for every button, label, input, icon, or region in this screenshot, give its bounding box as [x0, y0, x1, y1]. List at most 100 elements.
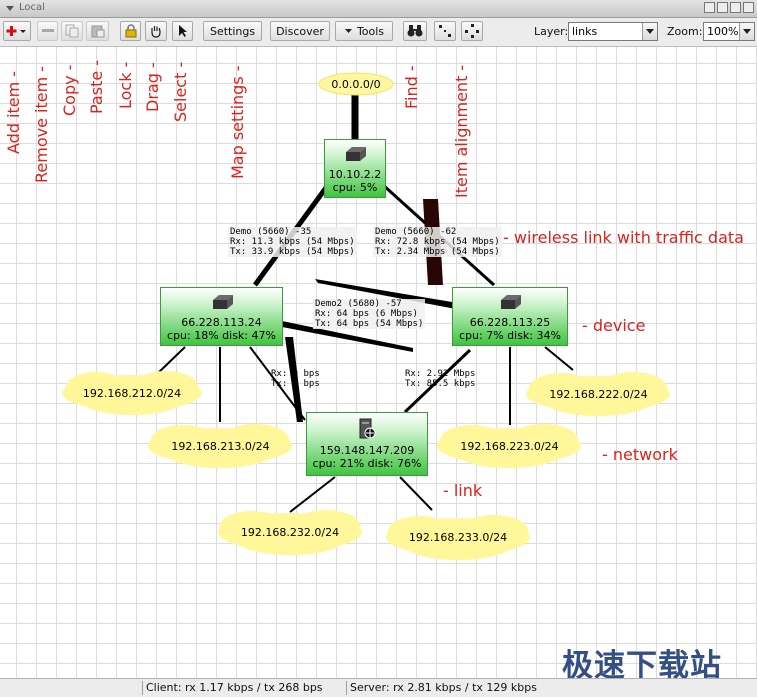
- select-button[interactable]: [172, 21, 193, 41]
- device-ip: 66.228.113.24: [181, 316, 262, 329]
- link-to-233[interactable]: [399, 476, 433, 511]
- device-node[interactable]: 66.228.113.24 cpu: 18% disk: 47%: [160, 287, 283, 346]
- network-label: 0.0.0.0/0: [331, 77, 381, 91]
- cloud-icon: [386, 515, 530, 560]
- chevron-down-icon[interactable]: [739, 23, 754, 40]
- binoculars-icon: [407, 25, 423, 37]
- network-label: 192.168.232.0/24: [240, 525, 340, 539]
- paste-button[interactable]: [86, 21, 109, 41]
- align-diagonal-button[interactable]: [434, 21, 456, 41]
- layer-label: Layer:: [534, 25, 569, 38]
- align-circle-icon: [465, 24, 479, 38]
- device-node[interactable]: 10.10.2.2 cpu: 5%: [324, 139, 386, 198]
- network-cloud[interactable]: 192.168.232.0/24: [212, 507, 368, 557]
- cloud-icon: [148, 424, 292, 468]
- network-label: 192.168.233.0/24: [408, 530, 508, 544]
- add-icon: [6, 26, 26, 36]
- device-ip: 159.148.147.209: [319, 444, 415, 457]
- network-label: 192.168.213.0/24: [171, 439, 270, 453]
- cloud-icon: [526, 372, 670, 416]
- discover-button[interactable]: Discover: [270, 21, 330, 41]
- link-name: Demo2 (5680) -57: [315, 299, 402, 309]
- annotation-link: - link: [443, 481, 483, 500]
- network-cloud[interactable]: 0.0.0.0/0: [318, 72, 394, 96]
- network-cloud[interactable]: 192.168.213.0/24: [143, 422, 298, 470]
- remove-icon: [41, 29, 54, 32]
- annotation-add-item: Add item -: [4, 70, 23, 154]
- link-rx: Rx: 0 bps: [271, 369, 320, 379]
- tools-dropdown[interactable]: Tools: [335, 21, 393, 41]
- close-icon[interactable]: [743, 2, 754, 13]
- zoom-value: 100%: [707, 25, 739, 38]
- cloud-icon: [62, 371, 202, 415]
- map-canvas[interactable]: Add item - Remove item - Copy - Paste - …: [0, 47, 757, 678]
- server-traffic: Server: rx 2.81 kbps / tx 129 kbps: [346, 681, 750, 695]
- network-cloud[interactable]: 192.168.222.0/24: [521, 370, 676, 418]
- link-rx: Rx: 72.8 kbps (54 Mbps): [375, 237, 500, 247]
- network-cloud[interactable]: 192.168.212.0/24: [56, 369, 208, 417]
- link-to-212[interactable]: [155, 346, 186, 376]
- link-rx: Rx: 2.92 Mbps: [405, 369, 476, 379]
- map-settings-button[interactable]: Settings: [203, 21, 262, 41]
- align-diagonal-icon: [439, 25, 451, 37]
- wireless-link-left-low[interactable]: [285, 337, 303, 422]
- link-left-to-center[interactable]: [249, 346, 306, 421]
- drag-hand-icon: [151, 26, 161, 38]
- status-bar: Client: rx 1.17 kbps / tx 268 bps Server…: [0, 678, 757, 697]
- link-name: Demo (5660) -62: [375, 227, 457, 237]
- annotation-drag: Drag -: [143, 62, 162, 112]
- lock-icon: [125, 24, 136, 38]
- network-cloud[interactable]: 192.168.223.0/24: [432, 422, 587, 470]
- annotation-wireless-link: - wireless link with traffic data: [503, 228, 744, 247]
- link-label-demo2[interactable]: Demo2 (5680) -57 Rx: 64 bps (6 Mbps) Tx:…: [313, 299, 426, 329]
- link-tx: Tx: 33.9 kbps (54 Mbps): [230, 247, 355, 257]
- link-label-right-low[interactable]: Rx: 2.92 Mbps Tx: 85.5 kbps: [403, 369, 477, 389]
- window-buttons: [704, 2, 754, 13]
- remove-item-button[interactable]: [37, 21, 58, 41]
- cloud-icon: [437, 424, 581, 468]
- layer-value: links: [572, 25, 598, 38]
- device-node[interactable]: 159.148.147.209 cpu: 21% disk: 76%: [306, 412, 428, 476]
- add-item-button[interactable]: [3, 21, 31, 41]
- annotation-find: Find -: [402, 65, 421, 109]
- link-right-to-center[interactable]: [403, 348, 472, 414]
- tile-icon[interactable]: [704, 2, 715, 13]
- link-to-232[interactable]: [289, 476, 336, 513]
- lock-button[interactable]: [120, 21, 141, 41]
- find-button[interactable]: [403, 21, 427, 41]
- zoom-select[interactable]: 100%: [703, 22, 755, 41]
- drag-button[interactable]: [145, 21, 167, 41]
- annotation-copy: Copy -: [60, 64, 79, 116]
- align-circle-button[interactable]: [461, 21, 483, 41]
- annotation-remove-item: Remove item -: [32, 65, 51, 183]
- window-title: Local: [19, 2, 45, 13]
- restore-icon[interactable]: [717, 2, 728, 13]
- watermark: 极速下载站: [562, 648, 722, 678]
- link-rx: Rx: 64 bps (6 Mbps): [315, 309, 418, 319]
- device-node[interactable]: 66.228.113.25 cpu: 7% disk: 34%: [452, 287, 568, 346]
- layer-select[interactable]: links: [568, 22, 658, 41]
- link-label-demo-left[interactable]: Demo (5660) -35 Rx: 11.3 kbps (54 Mbps) …: [228, 227, 357, 257]
- link-label-left-low[interactable]: Rx: 0 bps Tx: 0 bps: [269, 369, 322, 389]
- network-label: 192.168.223.0/24: [460, 439, 559, 453]
- annotation-lock: Lock -: [116, 61, 135, 109]
- network-cloud[interactable]: 192.168.233.0/24: [380, 512, 536, 562]
- zoom-label: Zoom:: [667, 25, 703, 38]
- maximize-icon[interactable]: [730, 2, 741, 13]
- collapse-arrow-icon[interactable]: [6, 6, 14, 11]
- link-label-demo-right[interactable]: Demo (5660) -62 Rx: 72.8 kbps (54 Mbps) …: [373, 227, 502, 257]
- tools-label: Tools: [356, 24, 385, 38]
- copy-button[interactable]: [61, 21, 83, 41]
- cloud-icon: [218, 510, 362, 555]
- annotation-network: - network: [602, 445, 678, 464]
- cloud-icon: [318, 72, 394, 96]
- link-to-222[interactable]: [544, 346, 574, 371]
- router-icon: [501, 295, 521, 309]
- router-icon: [212, 295, 233, 309]
- annotation-select: Select -: [171, 61, 190, 122]
- chevron-down-icon[interactable]: [642, 23, 657, 40]
- paste-icon: [91, 25, 104, 38]
- network-label: 192.168.212.0/24: [82, 386, 182, 400]
- device-stats: cpu: 18% disk: 47%: [167, 329, 276, 342]
- device-ip: 10.10.2.2: [328, 168, 382, 181]
